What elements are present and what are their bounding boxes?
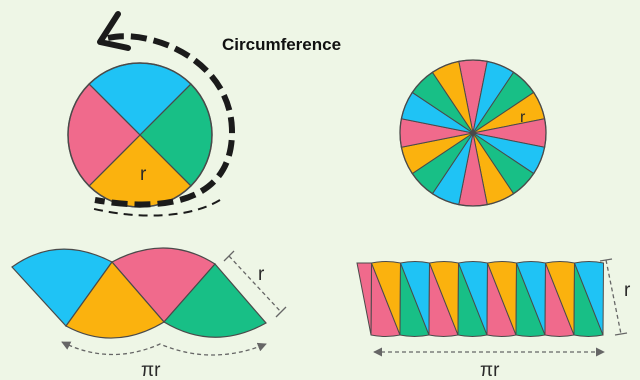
radius-label-scallop: r	[258, 264, 265, 285]
parallelogram-rearrangement	[356, 261, 605, 337]
parallelogram-left-end	[356, 262, 373, 336]
pi-r-label-scallop: πr	[141, 360, 161, 380]
parallelogram-radius-dimension	[599, 258, 628, 336]
circle-four-sectors	[67, 62, 213, 208]
scallop-rearrangement	[11, 247, 267, 339]
radius-label-circle-16: r	[520, 109, 526, 126]
circumference-arrow-head	[97, 11, 131, 51]
scallop-pi-r-arrow	[61, 341, 267, 356]
circumference-arrow-path	[94, 33, 236, 208]
circumference-arrow	[89, 11, 236, 217]
circle-16-outline	[399, 59, 547, 207]
radius-label-circle-4: r	[140, 164, 147, 185]
scallop-radius-dimension	[223, 250, 287, 318]
circumference-arrow-outer-tail	[89, 199, 221, 217]
circle-sixteen-sectors	[399, 59, 547, 207]
circumference-label: Circumference	[222, 35, 341, 54]
scallop-sector-orange	[65, 261, 165, 339]
scallop-sector-green	[163, 263, 267, 338]
pi-r-label-parallelogram: πr	[480, 360, 500, 380]
radius-label-parallelogram: r	[624, 280, 631, 301]
parallelogram-down-wedge-8	[573, 261, 605, 336]
